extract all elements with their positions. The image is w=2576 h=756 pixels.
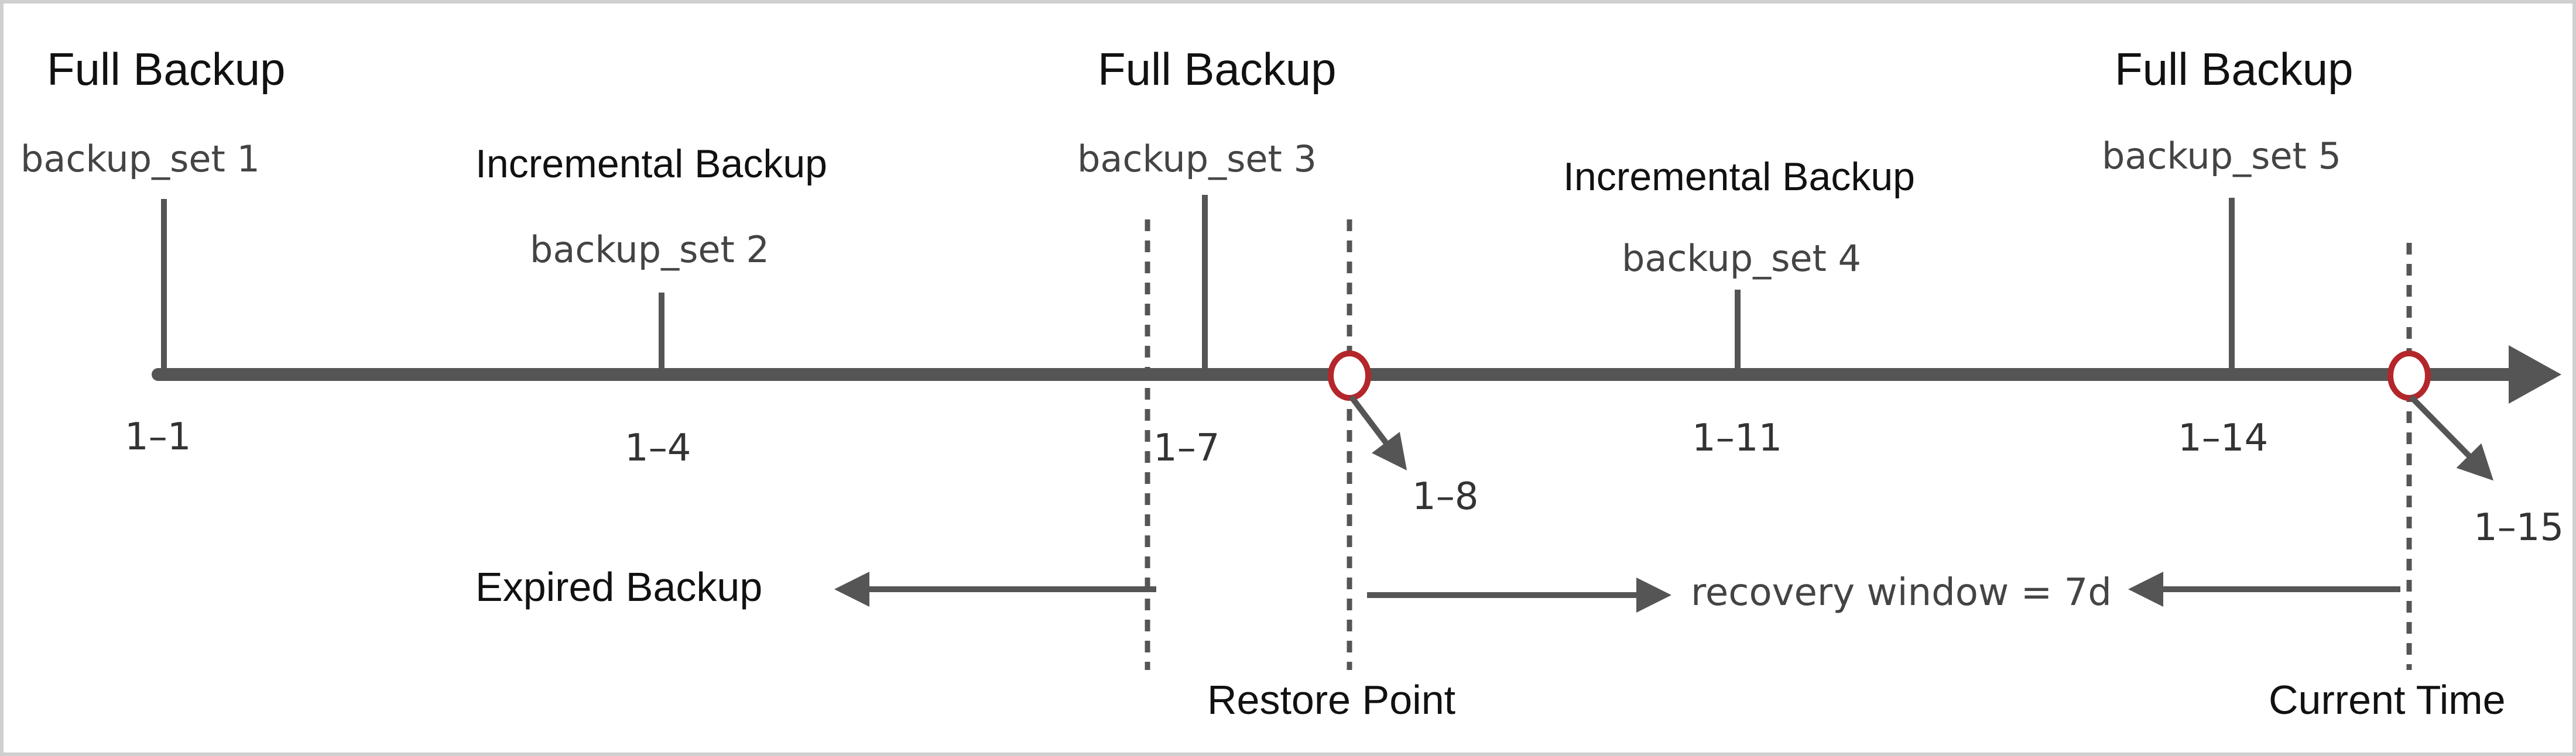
backup-set-2-label: backup_set 2 [530, 228, 769, 271]
date-label-1-1: 1–1 [125, 415, 191, 459]
current-time-pointer-arrow [2409, 394, 2494, 481]
timeline-arrowhead [2509, 345, 2561, 404]
backup-set-5-label: backup_set 5 [2102, 135, 2341, 177]
full-backup-label-1: Full Backup [47, 43, 286, 95]
date-label-1-4: 1–4 [625, 427, 691, 470]
restore-point-marker [1328, 350, 1371, 401]
date-label-1-14: 1–14 [2178, 417, 2268, 460]
date-label-1-8: 1–8 [1412, 475, 1478, 518]
incremental-backup-label-1: Incremental Backup [475, 142, 827, 186]
restore-point-label: Restore Point [1207, 677, 1455, 723]
backup-set-3-label: backup_set 3 [1077, 138, 1317, 180]
full-backup-label-2: Full Backup [1098, 43, 1337, 95]
current-time-marker [2387, 350, 2431, 401]
expired-backup-label: Expired Backup [475, 564, 762, 610]
date-label-1-7: 1–7 [1153, 427, 1220, 470]
incremental-backup-label-2: Incremental Backup [1563, 154, 1915, 199]
recovery-window-label: recovery window = 7d [1691, 571, 2112, 614]
date-label-1-11: 1–11 [1692, 417, 1782, 460]
backup-set-4-label: backup_set 4 [1622, 237, 1861, 280]
backup-set-1-label: backup_set 1 [20, 138, 260, 180]
current-time-label: Current Time [2269, 677, 2506, 723]
full-backup-label-3: Full Backup [2115, 43, 2354, 95]
restore-point-pointer-arrow [1349, 394, 1407, 470]
date-label-1-15: 1–15 [2474, 506, 2564, 549]
